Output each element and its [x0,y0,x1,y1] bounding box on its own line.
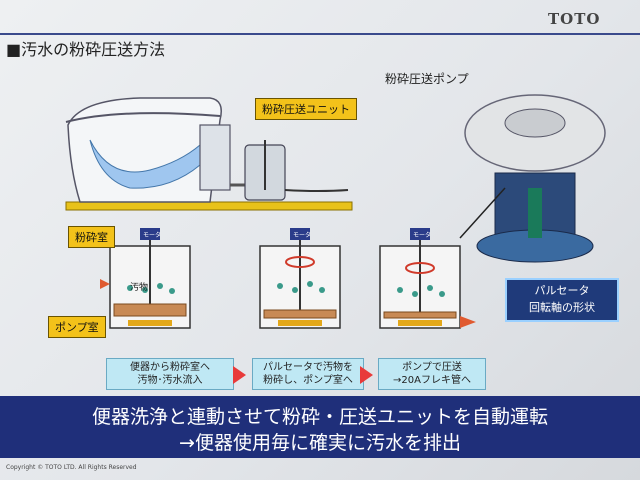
stage-1-debris [127,285,133,291]
stage-1-inflow-arrow [100,279,110,289]
stage-1-debris [142,287,148,293]
toilet-tank [199,124,231,191]
stage-3-debris [397,287,403,293]
stage-1-diagram: モータ [100,228,191,329]
stage-2-rotation-icon [285,256,315,268]
stage-2-motor-label: モータ [293,231,311,239]
pump-chamber-callout: ポンプ室 [48,316,106,338]
stage-1-debris [169,288,175,294]
dirty-label: 汚物 [130,283,149,293]
step-2-line2: 粉砕し、ポンプ室へ [263,375,353,386]
stage-1-screen [113,303,187,317]
stage-1-motor [140,228,160,240]
step-1-box: 便器から粉砕室へ 汚物･汚水流入 [106,358,234,390]
slide-title: ■汚水の粉砕圧送方法 [6,40,166,59]
stage-2-debris [277,283,283,289]
pump-photo-title: 粉砕圧送ポンプ [385,72,469,86]
banner-line-1: 便器洗浄と連動させて粉砕・圧送ユニットを自動運転 [91,406,548,428]
step-arrow-icon [360,366,373,384]
stage-2-debris [319,287,325,293]
step-2-box: パルセータで汚物を 粉砕し、ポンプ室へ [252,358,364,390]
step-1-line1: 便器から粉砕室へ [130,362,210,373]
stage-1-debris [157,283,163,289]
floor-bar [65,201,353,211]
pump-photo [459,94,606,263]
toilet-illustration [65,97,353,211]
stage-3-debris [427,285,433,291]
stage-3-debris [439,291,445,297]
pump-cap [504,108,566,138]
pulsator-label: パルセータ 回転軸の形状 [505,278,619,322]
pulsator-label-line2: 回転軸の形状 [529,301,595,314]
stage-2-debris [307,281,313,287]
brand-logo: TOTO [548,10,601,28]
crush-chamber-callout: 粉砕室 [68,226,115,248]
pulsator-label-line1: パルセータ [534,284,590,297]
toilet-seat [65,112,221,123]
unit-callout: 粉砕圧送ユニット [255,98,357,120]
step-1-line2: 汚物･汚水流入 [137,375,203,386]
stage-3-motor-label: モータ [413,231,431,239]
title-rule [0,33,640,35]
stage-3-outflow-arrow [460,316,476,328]
stage-2-impeller [278,320,322,326]
step-arrow-icon [233,366,246,384]
stage-3-debris [412,291,418,297]
stage-1-impeller [128,320,172,326]
photo-pointer-line [459,187,506,239]
stage-3-diagram: モータ [379,228,476,329]
step-3-box: ポンプで圧送 →20Aフレキ管へ [378,358,486,390]
stage-3-screen [383,311,457,319]
step-2-line1: パルセータで汚物を [263,362,353,373]
copyright: Copyright © TOTO LTD. All Rights Reserve… [6,464,137,471]
step-3-line1: ポンプで圧送 [402,362,462,373]
stage-1-motor-label: モータ [143,231,161,239]
pulsator-shaft [528,188,542,238]
stage-2-debris [292,287,298,293]
banner-line-2: →便器使用毎に確実に汚水を排出 [179,432,461,454]
outlet-pipe [284,189,349,192]
process-diagrams: モータ モータ モータ [100,228,476,329]
stage-2-motor [290,228,310,240]
summary-banner [0,396,640,458]
stage-3-motor [410,228,430,240]
step-3-line2: →20Aフレキ管へ [393,375,471,386]
stage-3-rotation-icon [405,262,435,274]
stage-2-screen [263,309,337,319]
stage-2-diagram: モータ [259,228,341,329]
stage-3-impeller [398,320,442,326]
